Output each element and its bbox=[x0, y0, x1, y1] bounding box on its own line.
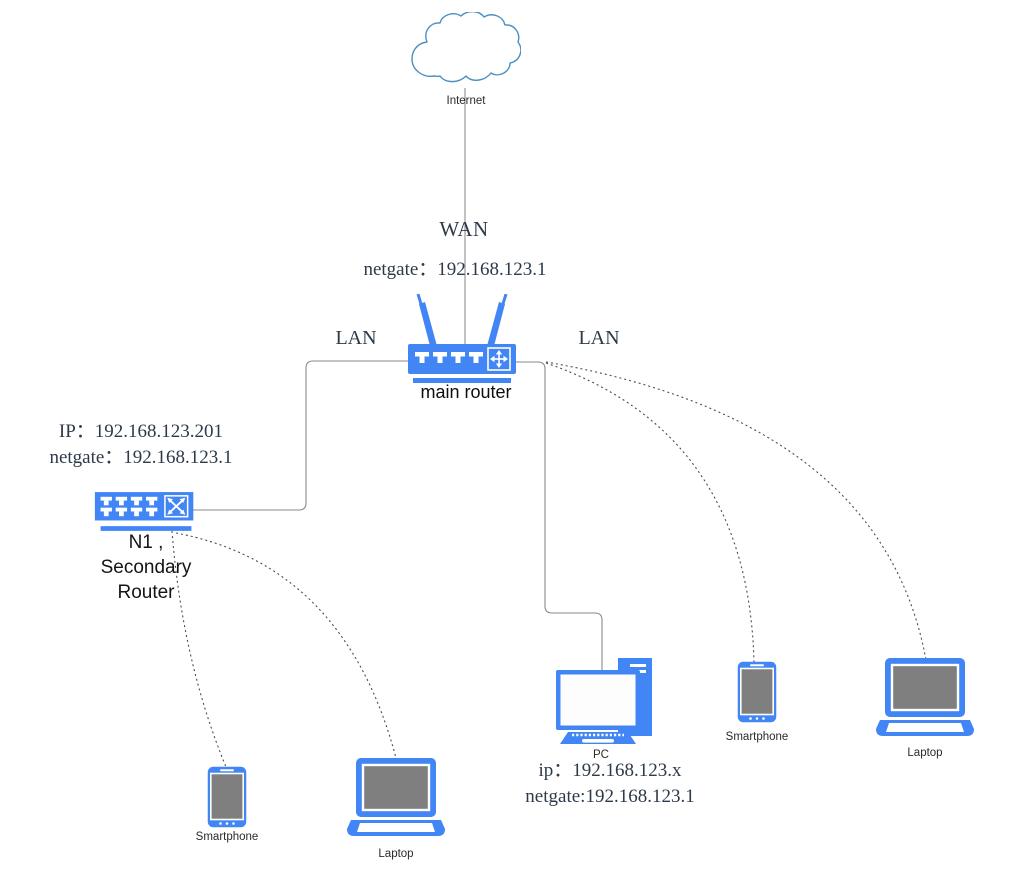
pc-addresses: ip：192.168.123.x netgate:192.168.123.1 bbox=[525, 758, 694, 810]
wireless-link-laptop-bottom bbox=[175, 532, 397, 759]
laptop-right-icon bbox=[876, 658, 974, 736]
secondary-router-name-line1: N1 , bbox=[128, 532, 164, 553]
pc-icon bbox=[556, 658, 652, 744]
internet-cloud-icon bbox=[411, 12, 521, 83]
secondary-router-name: N1 , Secondary Router bbox=[101, 530, 192, 605]
smartphone-right-icon bbox=[737, 661, 777, 723]
wireless-link-laptop-right bbox=[545, 361, 927, 661]
lan-line-secondary-router bbox=[150, 360, 440, 511]
secondary-router-name-line3: Router bbox=[117, 582, 175, 603]
internet-label: Internet bbox=[446, 95, 486, 107]
pc-netgate-label: netgate:192.168.123.1 bbox=[525, 786, 695, 807]
lan-left-label: LAN bbox=[335, 327, 377, 349]
pc-label: PC bbox=[593, 749, 609, 761]
smartphone-left-icon bbox=[207, 766, 247, 828]
laptop-bottom-label: Laptop bbox=[378, 848, 414, 860]
secondary-router-netgate-label: netgate：192.168.123.1 bbox=[49, 447, 233, 468]
main-router-label: main router bbox=[420, 382, 512, 402]
routing-arrows-glyph bbox=[490, 350, 508, 368]
smartphone-right-label: Smartphone bbox=[725, 731, 789, 743]
pc-ip-label: ip：192.168.123.x bbox=[538, 760, 682, 781]
secondary-router-addresses: IP：192.168.123.201 netgate：192.168.123.1 bbox=[49, 419, 232, 471]
smartphone-left-label: Smartphone bbox=[195, 831, 259, 843]
lan-right-label: LAN bbox=[578, 327, 620, 349]
laptop-right-label: Laptop bbox=[907, 747, 943, 759]
secondary-router-name-line2: Secondary bbox=[100, 557, 192, 578]
secondary-router-ip-label: IP：192.168.123.201 bbox=[58, 421, 224, 442]
wan-netgate-label: netgate：192.168.123.1 bbox=[363, 259, 547, 280]
crossover-arrows-glyph bbox=[169, 499, 184, 514]
wan-label: WAN bbox=[439, 217, 489, 241]
secondary-router-icon bbox=[94, 492, 194, 531]
wireless-link-smartphone-right bbox=[545, 362, 755, 663]
main-router-icon bbox=[408, 294, 516, 383]
laptop-bottom-icon bbox=[347, 758, 445, 836]
lan-line-pc bbox=[500, 361, 603, 672]
